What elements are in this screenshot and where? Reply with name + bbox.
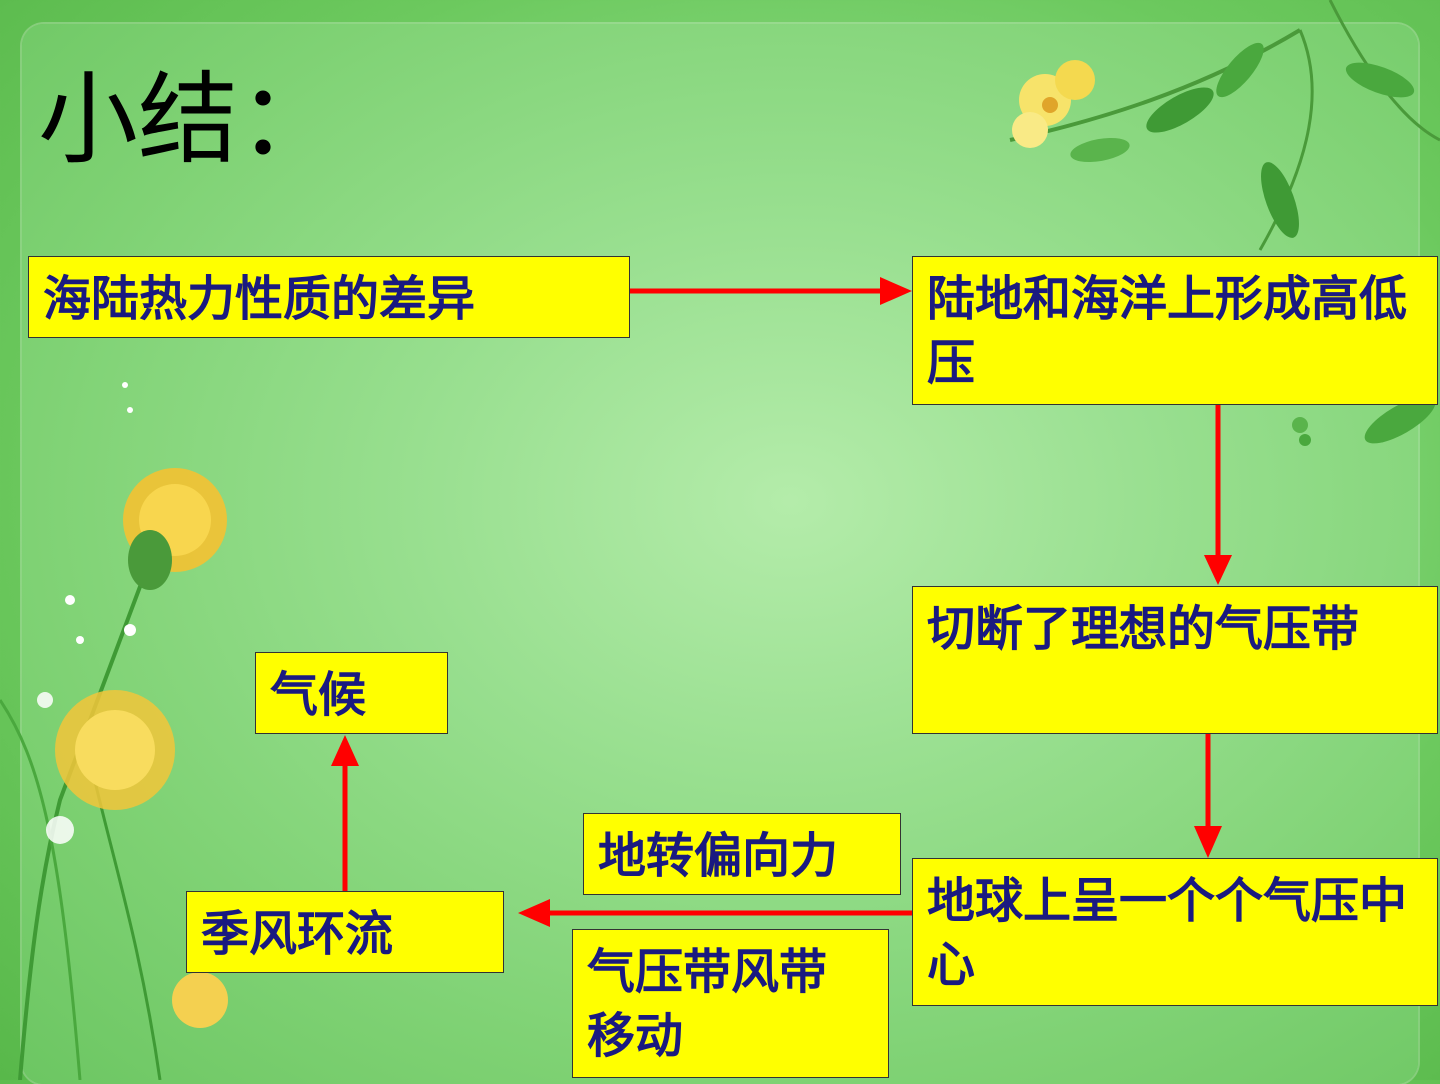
box-land-sea-pressure: 陆地和海洋上形成高低压 [912,256,1438,405]
box-coriolis-force: 地转偏向力 [583,813,901,895]
slide-title: 小结： [38,61,338,178]
arrow-centers-to-monsoon [518,899,912,927]
arrow-diff-to-pressure [630,277,912,305]
box-belt-shift: 气压带风带移动 [572,929,889,1078]
box-pressure-centers: 地球上呈一个个气压中心 [912,858,1438,1006]
box-cut-pressure-belts: 切断了理想的气压带 [912,586,1438,734]
box-land-sea-thermal-difference: 海陆热力性质的差异 [28,256,630,338]
arrow-monsoon-to-climate [331,735,359,891]
box-climate: 气候 [255,652,448,734]
box-monsoon-circulation: 季风环流 [186,891,504,973]
arrow-pressure-to-cut [1204,404,1232,585]
arrow-cut-to-centers [1194,722,1222,858]
